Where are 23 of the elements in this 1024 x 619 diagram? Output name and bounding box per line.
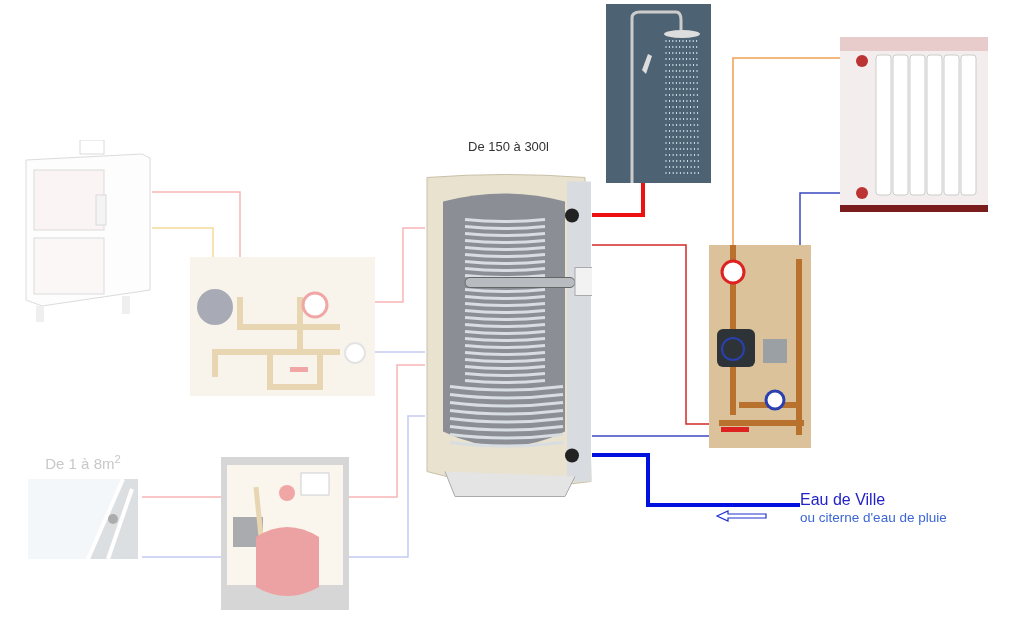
pipe-line — [799, 192, 841, 246]
caption-text: Eau de Ville — [800, 490, 886, 510]
solar-station-photo — [221, 457, 349, 610]
pipe-line — [151, 191, 241, 258]
pipe-line — [591, 244, 710, 425]
pipe-line — [591, 435, 710, 437]
capacity-label: De 150 à 300l — [468, 140, 549, 153]
caption-text: ou citerne d'eau de pluie — [800, 510, 947, 527]
heating-pump-station-photo — [709, 245, 811, 448]
pipe-line — [141, 496, 222, 498]
radiator-photo — [840, 37, 988, 212]
pipe-line — [592, 453, 800, 507]
pump-station-photo — [190, 257, 375, 396]
pipe-line — [348, 364, 426, 498]
pipe-line — [374, 227, 426, 303]
pipe-line — [732, 57, 841, 246]
pipe-line — [348, 415, 426, 558]
pipe-line — [374, 351, 426, 353]
wood-stove-drawing — [22, 140, 152, 322]
pipe-line — [592, 183, 645, 217]
pipe-line — [141, 556, 222, 558]
shower-photo — [606, 4, 711, 183]
pipe-line — [151, 227, 214, 258]
